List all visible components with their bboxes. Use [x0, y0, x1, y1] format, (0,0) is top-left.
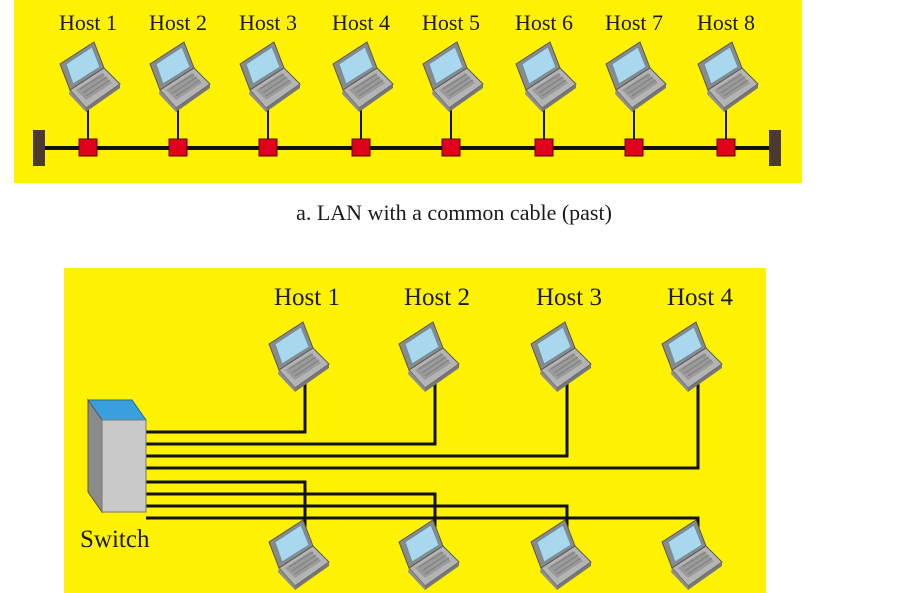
bus-lan-panel: [14, 0, 802, 183]
host-label-b-4: Host 4: [667, 284, 733, 311]
laptop-icon: [422, 41, 484, 113]
laptop-icon: [661, 519, 723, 591]
cable-tap-8: [716, 138, 736, 157]
laptop-icon: [515, 41, 577, 113]
host-label-a-6: Host 6: [514, 10, 574, 35]
host-label-a-4: Host 4: [331, 10, 391, 35]
laptop-icon: [268, 519, 330, 591]
laptop-icon: [239, 41, 301, 113]
cable-tap-3: [258, 138, 278, 157]
laptop-icon: [530, 321, 592, 393]
laptop-icon: [149, 41, 211, 113]
host-label-a-7: Host 7: [604, 10, 664, 35]
switch-label: Switch: [80, 526, 150, 553]
laptop-icon: [268, 321, 330, 393]
cable-tap-5: [441, 138, 461, 157]
cable-tap-2: [168, 138, 188, 157]
host-label-b-2: Host 2: [404, 284, 470, 311]
bus-lan-caption: a. LAN with a common cable (past): [296, 200, 612, 225]
laptop-icon: [530, 519, 592, 591]
host-label-a-2: Host 2: [148, 10, 208, 35]
laptop-icon: [605, 41, 667, 113]
switch-icon: [101, 419, 147, 513]
switch-cable-top-2: [146, 380, 437, 446]
laptop-icon: [332, 41, 394, 113]
laptop-icon: [697, 41, 759, 113]
cable-tap-6: [534, 138, 554, 157]
laptop-icon: [398, 519, 460, 591]
switch-cable-bottom-3: [146, 504, 569, 548]
host-label-b-1: Host 1: [274, 284, 340, 311]
switch-cable-top-4: [146, 380, 700, 470]
cable-terminator-right: [769, 130, 781, 166]
host-label-a-3: Host 3: [238, 10, 298, 35]
cable-tap-7: [624, 138, 644, 157]
switch-cable-top-3: [146, 380, 569, 458]
host-label-b-3: Host 3: [536, 284, 602, 311]
cable-terminator-left: [33, 130, 45, 166]
host-label-a-1: Host 1: [58, 10, 118, 35]
laptop-icon: [59, 41, 121, 113]
laptop-icon: [398, 321, 460, 393]
host-label-a-8: Host 8: [696, 10, 756, 35]
cable-tap-1: [78, 138, 98, 157]
laptop-icon: [661, 321, 723, 393]
host-label-a-5: Host 5: [421, 10, 481, 35]
switch-icon-side: [87, 398, 103, 514]
switch-cable-top-1: [146, 380, 307, 434]
cable-tap-4: [351, 138, 371, 157]
